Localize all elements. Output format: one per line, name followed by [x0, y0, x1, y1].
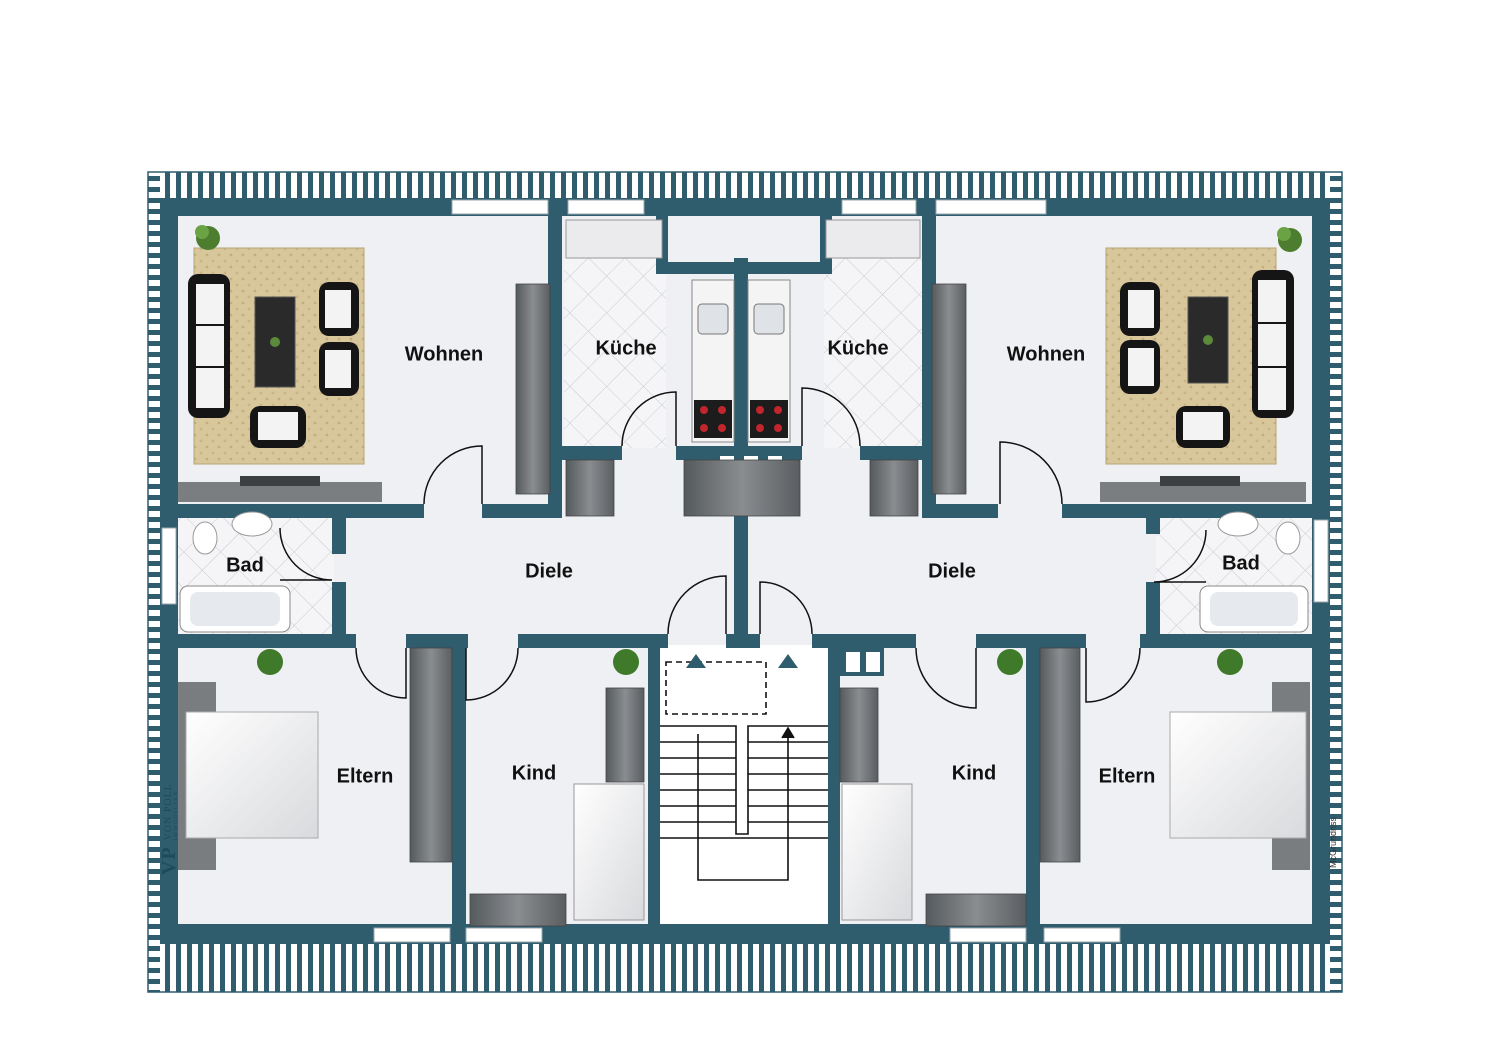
logo-sub: IMMOBILIEN	[174, 789, 179, 841]
plants	[257, 649, 1243, 675]
logo-name: VON POLL	[163, 783, 174, 841]
bath-fixtures	[179, 511, 1309, 633]
room-label-kind-right: Kind	[951, 762, 997, 785]
staircase	[660, 661, 828, 881]
room-label-bad-left: Bad	[226, 554, 264, 577]
room-label-bad-right: Bad	[1222, 552, 1260, 575]
beds	[178, 682, 1310, 921]
wardrobes	[409, 283, 1081, 927]
room-label-wohnen-left: Wohnen	[404, 343, 484, 366]
kitchen-counters	[565, 219, 921, 443]
room-label-kind-left: Kind	[511, 762, 557, 785]
room-label-eltern-right: Eltern	[1098, 765, 1156, 788]
living-furniture-right	[1100, 227, 1306, 502]
door-swings	[279, 387, 1207, 709]
room-label-diele-left: Diele	[525, 560, 573, 583]
room-label-eltern-left: Eltern	[336, 765, 394, 788]
credit-text: McGrundriss	[1328, 816, 1338, 868]
room-label-kueche-right: Küche	[827, 337, 889, 360]
von-poll-logo: VP VON POLL IMMOBILIEN	[158, 783, 181, 875]
entry-arrows	[686, 654, 798, 668]
logo-mark: VP	[158, 846, 180, 875]
room-label-diele-right: Diele	[928, 560, 976, 583]
windows	[161, 199, 1329, 943]
room-label-wohnen-right: Wohnen	[1006, 343, 1086, 366]
living-furniture-left	[178, 225, 382, 502]
room-label-kueche-left: Küche	[595, 337, 657, 360]
